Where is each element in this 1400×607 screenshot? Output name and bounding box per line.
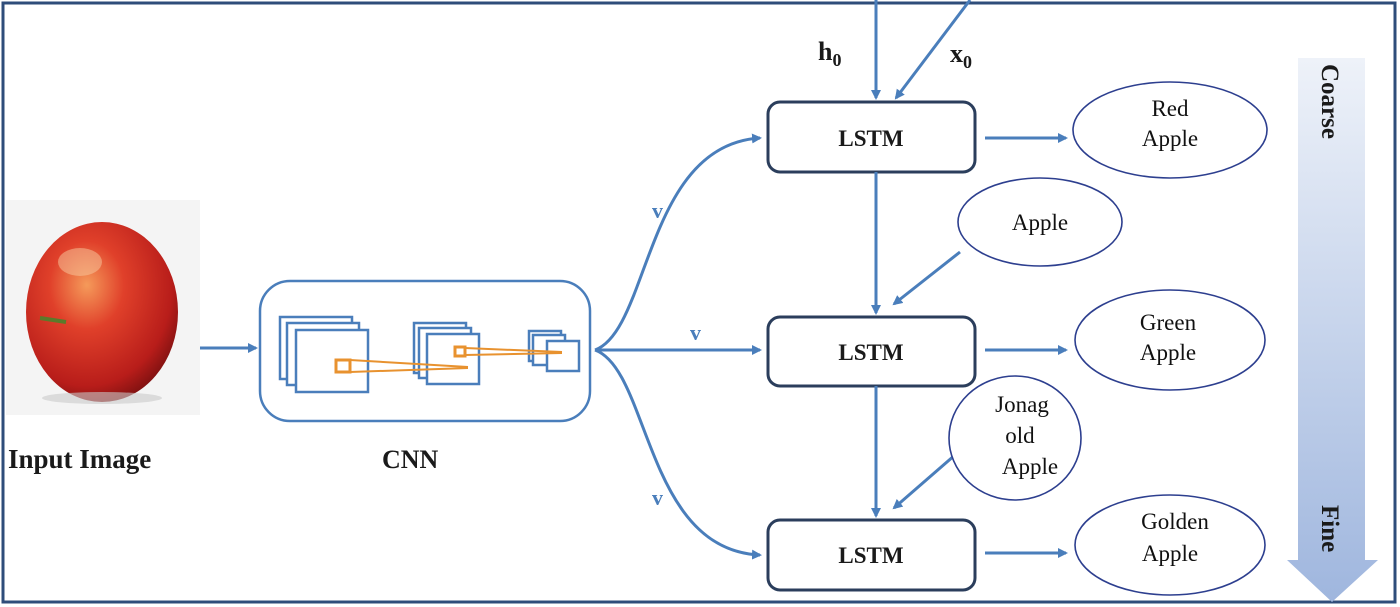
arrow-v-to-lstm-3 <box>594 348 762 560</box>
input-apple: Apple <box>957 177 1123 267</box>
h0-label: h0 <box>818 37 841 70</box>
cnn-label: CNN <box>382 445 439 474</box>
svg-text:Apple: Apple <box>1142 541 1198 566</box>
coarse-to-fine-arrow: Coarse Fine <box>1287 58 1378 602</box>
svg-text:Apple: Apple <box>1142 126 1198 151</box>
lstm-label-1: LSTM <box>838 126 903 151</box>
fine-label: Fine <box>1316 505 1343 552</box>
lstm-cell-1: LSTM <box>766 100 977 174</box>
x0-label: x0 <box>950 39 972 72</box>
output-red-apple: Red Apple <box>1072 81 1268 179</box>
svg-text:Apple: Apple <box>1012 210 1068 235</box>
v-label-2: v <box>690 320 701 345</box>
svg-text:Apple: Apple <box>1140 340 1196 365</box>
arrow-input-apple <box>892 250 961 306</box>
lstm-label-2: LSTM <box>838 340 903 365</box>
apple-image <box>6 200 200 415</box>
lstm-label-3: LSTM <box>838 543 903 568</box>
coarse-label: Coarse <box>1316 64 1343 139</box>
svg-text:Apple: Apple <box>1002 454 1058 479</box>
input-jonagold-apple: Jonag old Apple <box>948 375 1082 501</box>
svg-text:Jonag: Jonag <box>995 392 1049 417</box>
arrow-v-to-lstm-1 <box>594 133 762 352</box>
v-label-3: v <box>652 485 663 510</box>
lstm-cell-2: LSTM <box>766 315 977 388</box>
svg-text:Red: Red <box>1151 96 1189 121</box>
output-green-apple: Green Apple <box>1074 289 1266 391</box>
svg-text:Green: Green <box>1140 310 1197 335</box>
output-golden-apple: Golden Apple <box>1074 494 1266 596</box>
v-label-1: v <box>652 198 663 223</box>
svg-text:old: old <box>1005 423 1035 448</box>
arrow-x0 <box>894 0 972 100</box>
svg-text:Golden: Golden <box>1141 509 1209 534</box>
input-image-label: Input Image <box>8 444 151 474</box>
lstm-cell-3: LSTM <box>766 518 977 592</box>
arrow-input-jonagold <box>892 453 956 510</box>
cnn-block <box>258 279 592 423</box>
